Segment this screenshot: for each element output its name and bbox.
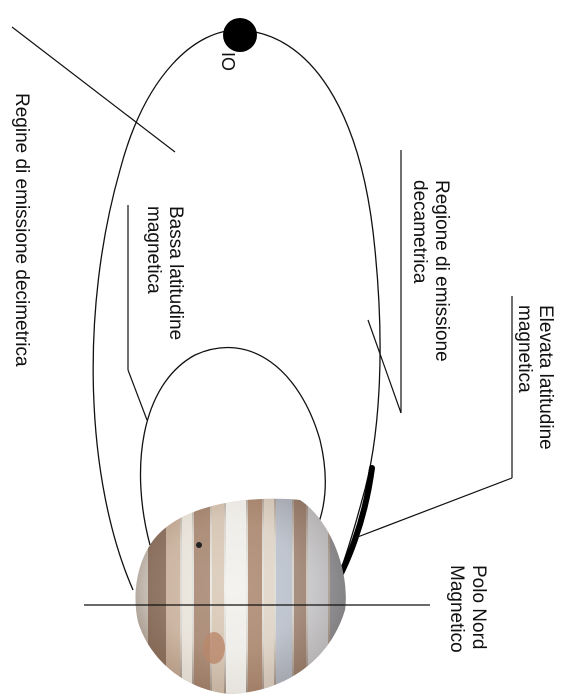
low-lat-label-line1: Bassa latitudine (165, 206, 186, 340)
low-emission-label: Regine di emissione decimetrica (11, 93, 32, 367)
magnetic-pole-label-line1: Polo Nord (468, 565, 489, 650)
io-moon (223, 18, 257, 52)
dec-leader-diagonal (368, 320, 401, 413)
decametric-label-line2: decametrica (409, 180, 430, 284)
low-lat-leader-diagonal (128, 370, 147, 420)
io-label: IO (218, 52, 238, 71)
low-lat-label-line2: magnetica (143, 206, 164, 294)
low-emission-leader (12, 27, 175, 152)
jupiter-planet (135, 495, 350, 698)
high-lat-label-line1: Elevata latitudine (535, 305, 556, 450)
high-lat-leader-diagonal (355, 478, 512, 538)
decametric-label-line1: Regione di emissione (431, 180, 452, 362)
high-lat-label-line2: magnetica (514, 305, 535, 393)
magnetic-pole-label-line2: Magnetico (446, 565, 467, 653)
